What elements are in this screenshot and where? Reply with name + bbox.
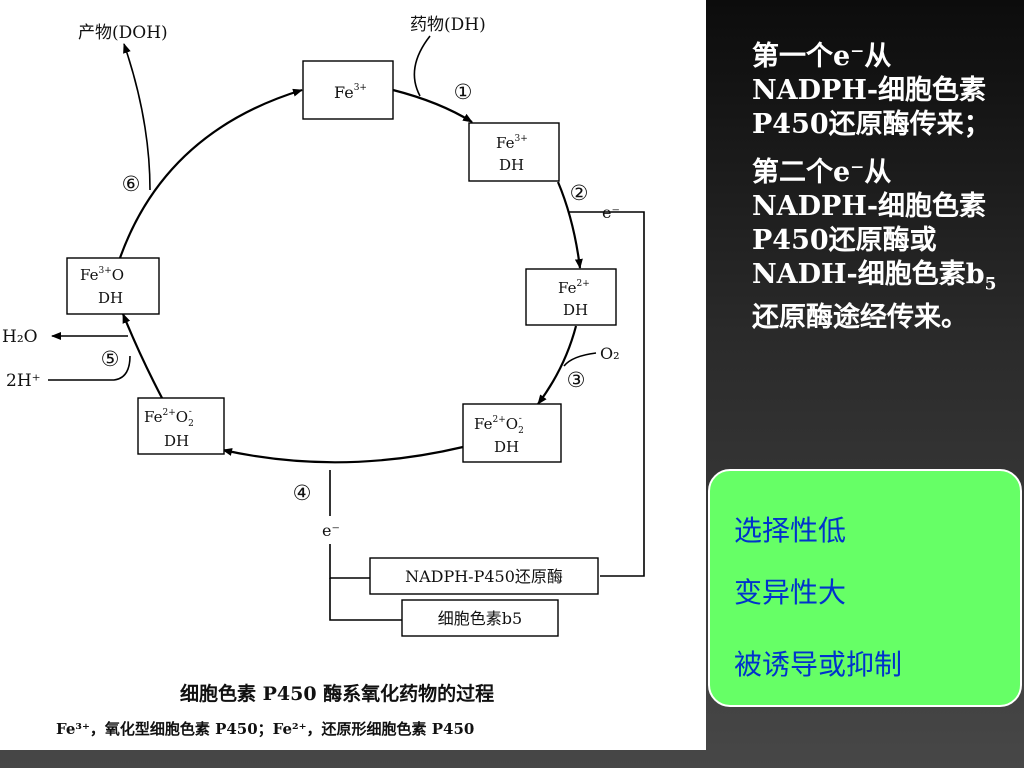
oxygen-label: O₂ [600,344,620,363]
arc-step-5 [121,313,163,399]
proton-label: 2H⁺ [6,371,41,391]
node-fe2-o2-dh-right: Fe2+O2 - DH [462,403,562,463]
fe-symbol: Fe [144,408,163,426]
node-fe3-dh: Fe3+ DH [468,122,560,182]
node-fe2-dh: Fe2+ DH [525,268,617,326]
svg-text:Fe3+: Fe3+ [496,134,528,152]
step-label-5: ⑤ [101,347,120,371]
node-fe3-o-dh: Fe3+O DH [66,257,160,315]
substrate-label: DH [563,301,588,319]
proton-line [48,355,131,381]
substrate-label: DH [499,156,524,174]
oxygen-arrow [563,352,597,367]
step-label-4: ④ [293,481,312,505]
arc-step-3 [537,325,578,405]
electron-line-right [568,211,645,577]
water-label: H₂O [2,327,38,347]
fe-symbol: Fe [474,415,493,433]
b5-bracket [329,578,402,621]
svg-text:Fe2+: Fe2+ [558,279,590,297]
fe-charge: 3+ [514,134,527,144]
fe-symbol: Fe [80,266,99,284]
oxygen-sub: 2 [518,426,524,436]
note-first-electron: 第一个e⁻从NADPH-细胞色素P450还原酶传来； [752,41,991,140]
arc-step-2 [556,181,583,269]
fe-symbol: Fe [496,134,515,152]
cycle-svg: ① ② ③ ④ ⑤ ⑥ 产物(DOH) 药物(DH) e⁻ O₂ H₂O 2H⁺… [2,15,645,738]
fe-symbol: Fe [558,279,577,297]
characteristics-box: 选择性低 变异性大 被诱导或抑制 [708,469,1022,707]
product-arrow [123,43,151,191]
step-label-2: ② [570,181,589,205]
arc-step-1 [392,88,473,123]
substrate-label: DH [98,289,123,307]
fe-charge: 3+ [354,83,367,93]
oxygen-sub: 2 [188,419,194,429]
reductase-label: NADPH-P450还原酶 [405,567,563,586]
fe-charge: 2+ [576,279,589,289]
fe-charge: 2+ [162,408,175,418]
diagram-caption: 细胞色素 P450 酶系氧化药物的过程 [180,682,494,705]
note-second-electron: 第二个e⁻从NADPH-细胞色素P450还原酶或NADH-细胞色素b5 还原酶途经… [752,156,1012,335]
step-label-1: ① [454,80,473,104]
fe-symbol: Fe [334,83,354,102]
b5-label: 细胞色素b5 [438,609,522,628]
step-label-6: ⑥ [122,172,141,196]
note-second-text: 第二个e⁻从NADPH-细胞色素P450还原酶或NADH-细胞色素b [752,157,987,290]
oxygen-charge: - [519,414,522,424]
step-label-3: ③ [567,368,586,392]
node-nadph-p450-reductase: NADPH-P450还原酶 [369,557,599,595]
node-cytochrome-b5: 细胞色素b5 [401,599,559,637]
arc-step-4 [222,445,464,464]
electron-source-notes: 第一个e⁻从NADPH-细胞色素P450还原酶传来； 第二个e⁻从NADPH-细… [752,40,1012,349]
fe-charge: 2+ [492,415,505,425]
electron-label-right: e⁻ [602,203,620,222]
fe-charge: 3+ [98,266,111,276]
p450-cycle-diagram: ① ② ③ ④ ⑤ ⑥ 产物(DOH) 药物(DH) e⁻ O₂ H₂O 2H⁺… [0,0,706,750]
node-fe2-o2-dh-left: Fe2+O2 - DH [137,397,225,455]
arc-step-6 [118,88,303,259]
oxygen-charge: - [189,407,192,417]
svg-text:Fe3+O: Fe3+O [80,266,124,284]
node-fe3: Fe3+ [302,60,394,120]
substrate-label: DH [164,432,189,450]
oxygen-symbol: O [506,415,518,433]
note-second-subscript: 5 [984,274,997,295]
electron-label-bottom: e⁻ [322,521,340,540]
feature-high-variability: 变异性大 [734,576,847,609]
feature-low-selectivity: 选择性低 [734,514,847,547]
svg-text:Fe2+O2-: Fe2+O2 - [474,414,524,436]
svg-text:Fe2+O2-: Fe2+O2 - [144,407,194,429]
feature-induction-inhibition: 被诱导或抑制 [734,648,903,681]
product-label: 产物(DOH) [78,23,168,43]
drug-arrow [413,35,431,97]
step-labels: ① ② ③ ④ ⑤ ⑥ [101,80,589,505]
oxygen-symbol: O [112,266,124,284]
note-second-tail: 还原酶途经传来。 [752,302,968,334]
substrate-label: DH [494,438,519,456]
oxygen-symbol: O [176,408,188,426]
diagram-legend: Fe³⁺，氧化型细胞色素 P450；Fe²⁺，还原形细胞色素 P450 [56,720,474,738]
reductase-bracket [329,544,370,579]
drug-label: 药物(DH) [410,15,486,35]
svg-text:Fe3+: Fe3+ [334,83,367,102]
